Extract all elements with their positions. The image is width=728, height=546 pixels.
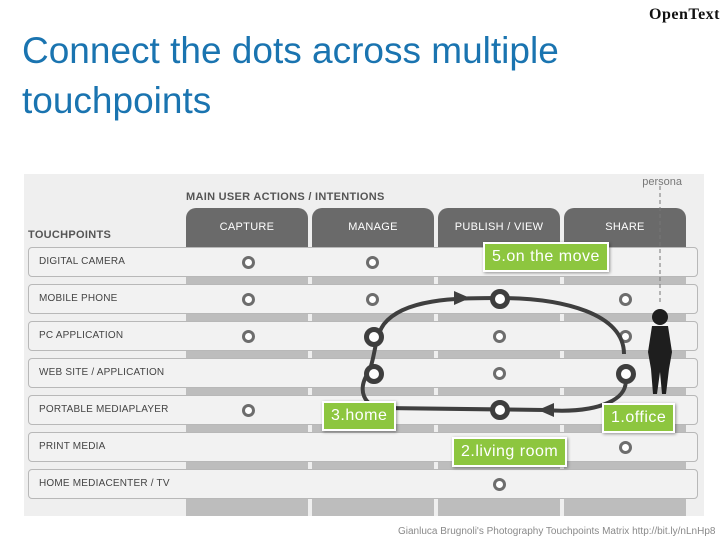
row-home-mediacenter: HOME MEDIACENTER / TV bbox=[28, 469, 698, 499]
touchpoints-heading: TOUCHPOINTS bbox=[28, 229, 112, 241]
arrow-head-bottom bbox=[538, 403, 554, 417]
touchpoints-matrix-diagram: MAIN USER ACTIONS / INTENTIONS persona C… bbox=[24, 174, 704, 516]
image-credit: Gianluca Brugnoli's Photography Touchpoi… bbox=[398, 526, 716, 537]
dot-print-share bbox=[619, 441, 632, 454]
page-title: Connect the dots across multiple touchpo… bbox=[22, 26, 642, 126]
row-label: HOME MEDIACENTER / TV bbox=[39, 478, 170, 489]
row-label: PORTABLE MEDIAPLAYER bbox=[39, 404, 169, 415]
actions-heading: MAIN USER ACTIONS / INTENTIONS bbox=[186, 191, 385, 203]
row-print-media: PRINT MEDIA bbox=[28, 432, 698, 462]
dot-camera-capture bbox=[242, 256, 255, 269]
row-label: PRINT MEDIA bbox=[39, 441, 106, 452]
callout-office: 1.office bbox=[602, 403, 676, 433]
opentext-logo: OpenText bbox=[649, 6, 720, 23]
column-header-capture: CAPTURE bbox=[186, 208, 308, 250]
column-header-manage: MANAGE bbox=[312, 208, 434, 250]
page-title-line-1: Connect the dots across multiple bbox=[22, 30, 559, 71]
dot-portable-capture bbox=[242, 404, 255, 417]
row-label: PC APPLICATION bbox=[39, 330, 124, 341]
persona-figure-icon bbox=[648, 186, 672, 394]
callout-home: 3.home bbox=[322, 401, 397, 431]
stop-dot-move bbox=[490, 289, 510, 309]
row-label: WEB SITE / APPLICATION bbox=[39, 367, 165, 378]
dot-pc-publish bbox=[493, 330, 506, 343]
callout-living-room: 2.living room bbox=[452, 437, 568, 467]
callout-on-the-move: 5.on the move bbox=[483, 242, 609, 272]
dot-mobile-manage bbox=[366, 293, 379, 306]
stop-dot-pc bbox=[364, 327, 384, 347]
dot-pc-capture bbox=[242, 330, 255, 343]
stop-dot-home bbox=[364, 364, 384, 384]
row-pc-application: PC APPLICATION bbox=[28, 321, 698, 351]
dot-mobile-capture bbox=[242, 293, 255, 306]
stop-dot-office bbox=[616, 364, 636, 384]
dot-tv-publish bbox=[493, 478, 506, 491]
row-label: MOBILE PHONE bbox=[39, 293, 118, 304]
stop-dot-living-room bbox=[490, 400, 510, 420]
persona-label: persona bbox=[642, 176, 682, 188]
dot-web-publish bbox=[493, 367, 506, 380]
page-title-line-2: touchpoints bbox=[22, 80, 212, 121]
dot-mobile-share bbox=[619, 293, 632, 306]
dot-camera-manage bbox=[366, 256, 379, 269]
arrow-head-top bbox=[454, 291, 470, 305]
row-label: DIGITAL CAMERA bbox=[39, 256, 126, 267]
